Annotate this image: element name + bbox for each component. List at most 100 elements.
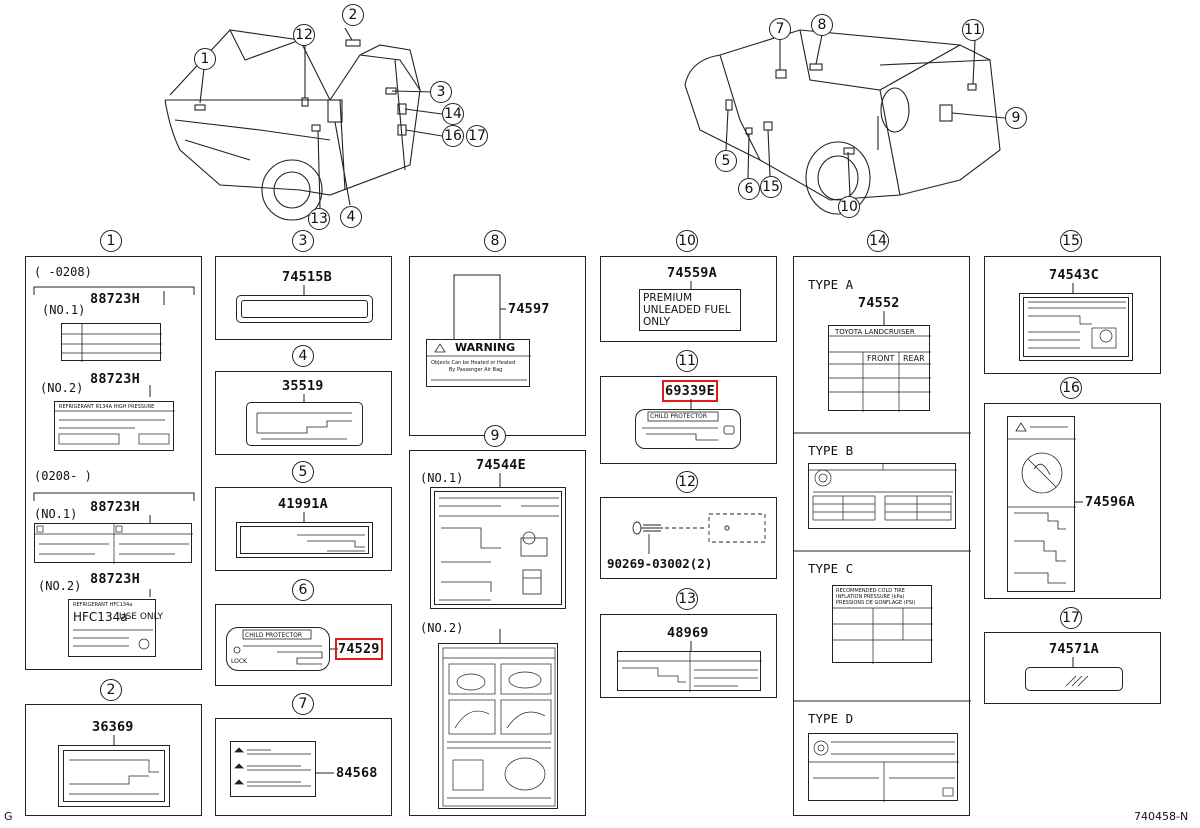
section-1-panel: ( -0208) (NO.1) 88723H (NO.2) 88723H REF…	[25, 256, 202, 670]
part-number: 41991A	[278, 496, 328, 512]
tire-table-drawing: TOYOTA LANDCRUISER FRONT REAR	[828, 325, 931, 412]
section-8-panel: 74597 WARNING Objects Can be Heated or H…	[409, 256, 586, 436]
callout-circle: 9	[1005, 107, 1027, 129]
section-5-panel: 41991A	[215, 487, 392, 571]
section-16-panel: 74596A	[984, 403, 1161, 599]
label-header-text: REFRIGERANT HFC134a	[73, 602, 133, 608]
warning-line: Objects Can be Heated or Heated	[431, 360, 516, 366]
label-drawing	[617, 651, 762, 692]
tire-label-drawing	[808, 733, 959, 802]
label-drawing	[58, 745, 170, 807]
callout-circle: 8	[811, 14, 833, 36]
section-number: 10	[676, 230, 698, 252]
section-2-panel: 36369	[25, 704, 202, 816]
label-line: PRESSIONS DE GONFLAGE (PSI)	[836, 600, 916, 606]
section-number: 8	[484, 230, 506, 252]
callout-circle: 11	[962, 19, 984, 41]
section-7-panel: 84568	[215, 718, 392, 816]
type-label: TYPE A	[808, 277, 854, 292]
part-number: 74596A	[1085, 494, 1135, 510]
section-number: 9	[484, 425, 506, 447]
section-number: 3	[292, 230, 314, 252]
fuel-label-line: PREMIUM	[643, 292, 693, 304]
label-drawing	[236, 295, 373, 323]
callout-circle: 6	[738, 178, 760, 200]
col-front: FRONT	[867, 354, 895, 363]
part-number: 84568	[336, 765, 378, 781]
section-number: 1	[100, 230, 122, 252]
section-number: 13	[676, 588, 698, 610]
label-inner-border	[434, 491, 562, 605]
label-drawing: PREMIUM UNLEADED FUEL ONLY	[639, 289, 741, 331]
diagram-code: 740458-N	[1134, 810, 1189, 823]
label-drawing	[236, 522, 373, 558]
label-header-text: CHILD PROTECTOR	[650, 413, 708, 420]
variant-label: (NO.2)	[38, 579, 82, 593]
col-rear: REAR	[903, 354, 925, 363]
fuel-label-line: UNLEADED FUEL	[643, 304, 731, 316]
label-drawing	[61, 323, 162, 362]
label-inner-border	[241, 300, 368, 318]
label-drawing	[1007, 416, 1076, 592]
fuel-label-line: ONLY	[643, 316, 670, 328]
section-number: 5	[292, 461, 314, 483]
section-17-panel: 74571A	[984, 632, 1161, 704]
section-13-panel: 48969	[600, 614, 777, 698]
section-number: 7	[292, 693, 314, 715]
label-line: RECOMMENDED COLD TIRE	[836, 588, 905, 594]
callout-circle: 7	[769, 18, 791, 40]
section-10-panel: 74559A PREMIUM UNLEADED FUEL ONLY	[600, 256, 777, 342]
variant-label: (NO.2)	[40, 381, 84, 395]
section-number: 6	[292, 579, 314, 601]
section-12-panel: 90269-03002(2)	[600, 497, 777, 579]
part-number: 74559A	[667, 265, 717, 281]
callout-circle: 17	[466, 125, 488, 147]
callout-circle: 14	[442, 103, 464, 125]
label-inner-border	[1023, 297, 1129, 357]
tire-label-drawing	[808, 463, 957, 529]
callout-circle: 1	[194, 48, 216, 70]
callout-circle: 4	[340, 206, 362, 228]
type-label: TYPE C	[808, 561, 854, 576]
tire-label-drawing: RECOMMENDED COLD TIRE INFLATION PRESSURE…	[832, 585, 933, 664]
part-number: 74543C	[1049, 267, 1099, 283]
section-6-panel: CHILD PROTECTOR LOCK 74529	[215, 604, 392, 686]
section-15-panel: 74543C	[984, 256, 1161, 374]
section-number: 12	[676, 471, 698, 493]
date-range: (0208- )	[34, 469, 92, 483]
section-number: 16	[1060, 377, 1082, 399]
front-car-illustration	[164, 27, 443, 221]
section-11-panel: 69339E CHILD PROTECTOR	[600, 376, 777, 464]
section-9-panel: 74544E (NO.1) (NO.2)	[409, 450, 586, 816]
part-number: 88723H	[90, 499, 140, 515]
type-label: TYPE D	[808, 711, 854, 726]
section-4-panel: 35519	[215, 371, 392, 455]
label-header-text: CHILD PROTECTOR	[245, 632, 303, 639]
part-number: 36369	[92, 719, 134, 735]
callout-circle: 3	[430, 81, 452, 103]
part-number: 48969	[667, 625, 709, 641]
part-number: 74597	[508, 301, 550, 317]
variant-label: (NO.1)	[42, 303, 86, 317]
part-number: 74571A	[1049, 641, 1099, 657]
warning-text: WARNING	[455, 341, 516, 354]
label-drawing	[1025, 667, 1123, 691]
callout-circle: 2	[342, 4, 364, 26]
label-drawing	[34, 523, 193, 564]
label-drawing: REFRIGERANT HFC134a HFC134a USE ONLY	[68, 599, 163, 657]
label-drawing	[438, 643, 558, 809]
label-drawing: WARNING Objects Can be Heated or Heated …	[426, 339, 531, 387]
callout-circle: 5	[715, 150, 737, 172]
group-bracket	[33, 286, 195, 597]
callout-circle: 12	[293, 24, 315, 46]
section-3-panel: 74515B	[215, 256, 392, 340]
variant-label: (NO.2)	[420, 621, 464, 635]
label-drawing	[1019, 293, 1133, 361]
section-number: 2	[100, 679, 122, 701]
label-drawing	[430, 487, 566, 609]
section-number: 15	[1060, 230, 1082, 252]
variant-label: (NO.1)	[34, 507, 78, 521]
section-number: 4	[292, 345, 314, 367]
section-number: 14	[867, 230, 889, 252]
